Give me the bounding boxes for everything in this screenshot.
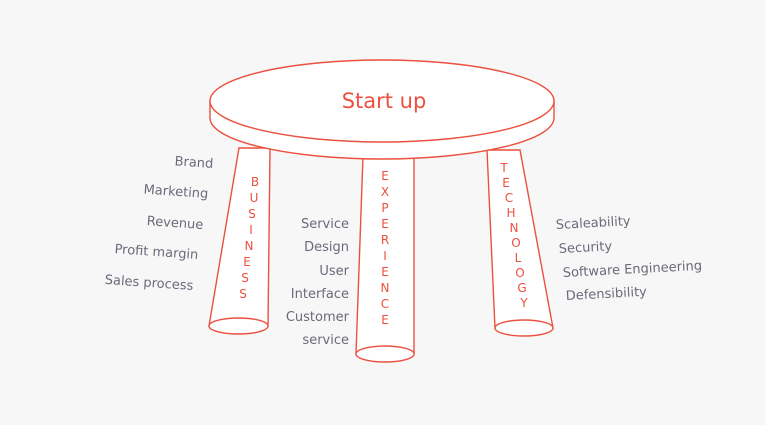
leg-letter: S [239, 287, 247, 301]
leg-letter: I [383, 249, 387, 263]
technology-label: Defensibility [565, 285, 647, 304]
technology-label: Scaleability [555, 214, 631, 233]
experience-label: Service [301, 217, 349, 232]
leg-letter: B [251, 175, 259, 189]
leg-letter: T [499, 161, 508, 175]
business-label: Profit margin [114, 242, 199, 263]
leg-letter: R [381, 233, 389, 247]
leg-technology [486, 149, 554, 337]
leg-letter: G [517, 281, 526, 295]
leg-technology-title: T E C H N O L O G Y [499, 161, 528, 310]
leg-letter: H [506, 206, 515, 220]
experience-label: Customer [286, 310, 350, 325]
business-label: Marketing [143, 183, 209, 202]
leg-business-title: B U S I N E S S [239, 175, 259, 301]
leg-letter: N [381, 281, 390, 295]
leg-experience [355, 155, 415, 363]
leg-letter: E [381, 217, 389, 231]
leg-letter: U [250, 191, 259, 205]
experience-labels: Service Design User Interface Customer s… [286, 217, 350, 348]
leg-letter: C [505, 191, 513, 205]
leg-letter: O [515, 266, 524, 280]
business-label: Brand [174, 154, 214, 172]
leg-letter: I [249, 223, 253, 237]
stool-seat [209, 59, 555, 160]
leg-letter: E [381, 265, 389, 279]
leg-letter: C [381, 297, 389, 311]
leg-letter: P [381, 201, 388, 215]
leg-letter: E [381, 169, 389, 183]
experience-label: service [302, 333, 349, 348]
leg-business [208, 147, 271, 335]
business-label: Sales process [104, 273, 194, 294]
business-label: Revenue [146, 214, 204, 233]
leg-letter: N [510, 221, 519, 235]
technology-labels: Scaleability Security Software Engineeri… [555, 214, 702, 304]
experience-label: Design [304, 240, 349, 255]
leg-letter: N [245, 239, 254, 253]
seat-title: Start up [342, 89, 427, 113]
technology-label: Software Engineering [562, 259, 702, 281]
business-labels: Brand Marketing Revenue Profit margin Sa… [104, 154, 214, 294]
leg-letter: E [502, 176, 510, 190]
experience-label: User [319, 264, 349, 279]
leg-letter: L [515, 251, 522, 265]
leg-letter: O [511, 236, 520, 250]
leg-experience-title: E X P E R I E N C E [381, 169, 390, 327]
technology-label: Security [558, 239, 612, 257]
leg-letter: S [248, 207, 256, 221]
experience-label: Interface [291, 287, 349, 302]
leg-letter: X [381, 185, 389, 199]
leg-letter: E [381, 313, 389, 327]
leg-letter: E [243, 255, 251, 269]
leg-letter: Y [519, 296, 528, 310]
leg-letter: S [241, 271, 249, 285]
